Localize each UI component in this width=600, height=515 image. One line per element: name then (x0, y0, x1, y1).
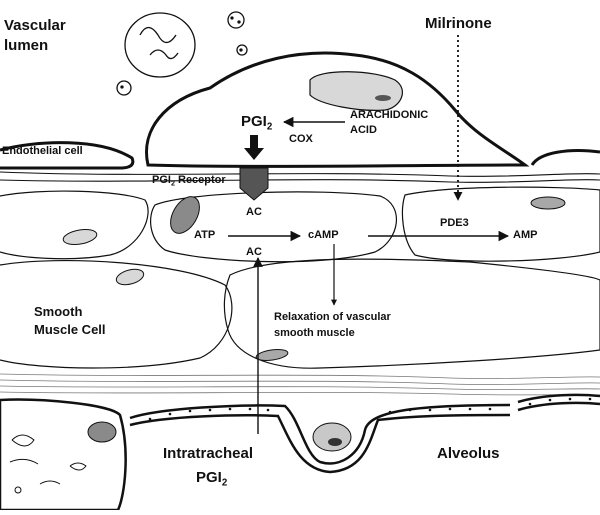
smooth-muscle-cells (0, 186, 600, 369)
amp-label: AMP (513, 229, 538, 241)
pgi2-base: PGI (241, 113, 267, 130)
alveolar-nucleus (312, 422, 352, 452)
intratracheal-pgi2-base: PGI (196, 469, 222, 486)
pgi2-receptor (239, 167, 269, 201)
endothelial-edge-left (0, 141, 135, 170)
intratracheal-pgi2-sub: 2 (221, 477, 228, 489)
pgi2-sub: 2 (266, 121, 273, 133)
alveolus-label: Alveolus (437, 445, 500, 462)
camp-label: cAMP (308, 229, 339, 241)
pgi2-label: PGI2 (241, 114, 272, 132)
arachidonic-label-1: ARACHIDONIC (350, 109, 429, 121)
lumen-particles (116, 11, 248, 96)
atp-label: ATP (194, 229, 216, 241)
interstitial-organelles (9, 434, 87, 494)
interstitial-nucleus (87, 421, 117, 443)
intratracheal-label-1: Intratracheal (163, 445, 254, 462)
smooth-muscle-label-2: Muscle Cell (34, 322, 106, 337)
ac-bottom-label: AC (246, 246, 262, 258)
alveolar-stipple (148, 397, 592, 421)
smooth-muscle-nuclei (62, 196, 566, 361)
basement-membrane (0, 171, 600, 183)
endothelial-nucleolus (375, 95, 391, 101)
receptor-suffix: Receptor (174, 174, 226, 186)
endothelial-cell-label: Endothelial cell (2, 145, 83, 157)
endothelial-cell-body (145, 51, 530, 168)
receptor-sub: 2 (170, 179, 175, 188)
relaxation-label-1: Relaxation of vascular (274, 311, 391, 323)
vascular-lumen-label-1: Vascular (4, 17, 66, 34)
interstitial-cell (0, 398, 127, 512)
ac-top-label: AC (246, 206, 262, 218)
receptor-label: PGI2 Receptor (152, 175, 226, 188)
alveolar-epithelium (129, 393, 600, 474)
adventitia-band (0, 373, 600, 396)
endothelial-edge-right (530, 149, 600, 166)
pde3-label: PDE3 (440, 217, 469, 229)
vascular-lumen-label-2: lumen (4, 37, 49, 54)
endothelial-nucleus (309, 71, 403, 111)
alveolar-nucleolus (328, 438, 342, 446)
smooth-muscle-label-1: Smooth (34, 304, 83, 319)
relaxation-label-2: smooth muscle (274, 327, 355, 339)
intratracheal-label-2: PGI2 (196, 470, 227, 488)
cox-label: COX (289, 133, 313, 145)
milrinone-label: Milrinone (425, 15, 492, 32)
arachidonic-label-2: ACID (350, 124, 377, 136)
pgi2-to-receptor-arrow (244, 135, 264, 160)
receptor-prefix: PGI (152, 174, 171, 186)
